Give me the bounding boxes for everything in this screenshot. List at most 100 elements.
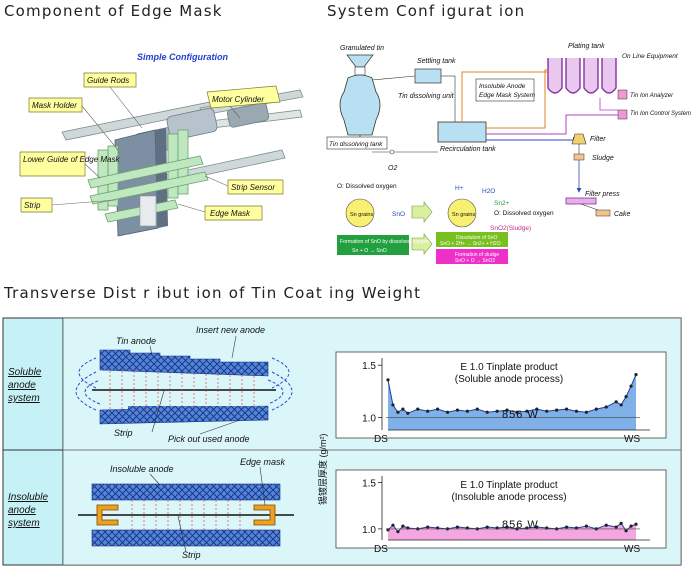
chart-title: E 1.0 Tinplate product [460, 362, 558, 373]
label-sludge-eq: SnO + O → SnO2 [455, 258, 495, 264]
label-dissolution-eq: SnO + 2H+ → Sn2+ + H2O [440, 241, 501, 247]
label-formation-box: Formation of SnO by dissolved oxygen [340, 239, 429, 245]
data-point [634, 522, 638, 526]
data-point [619, 403, 623, 407]
data-point [401, 524, 405, 528]
insoluble-anode-diagram: Insoluble anode Edge mask Strip [78, 457, 294, 560]
data-point [584, 410, 589, 414]
label-edge-mask-system: Edge Mask System [479, 92, 536, 99]
label-formation-eq: Sn + O → SnO [352, 248, 387, 254]
label-sn2: Sn2+ [494, 200, 510, 207]
data-point [629, 524, 633, 528]
data-point [505, 408, 509, 412]
label-sludge-box: Formation of sludge [455, 252, 499, 258]
data-point [396, 530, 400, 534]
data-point [629, 384, 633, 388]
data-point [445, 410, 450, 414]
data-point [535, 407, 539, 411]
data-point [624, 394, 628, 399]
label-h-plus: H+ [455, 185, 464, 192]
data-point [614, 400, 618, 404]
series-area [388, 374, 636, 430]
x-tick-label: WS [624, 544, 640, 555]
data-point [475, 407, 479, 411]
label-granulated-tin: Granulated tin [340, 45, 384, 52]
label-dissolved-oxygen-right: O: Dissolved oxygen [494, 210, 554, 217]
data-point [426, 409, 430, 413]
data-point [634, 373, 638, 377]
data-point [391, 523, 395, 527]
chart-subtitle: (Insoluble anode process) [451, 492, 566, 503]
data-point [624, 529, 628, 533]
series-line [387, 374, 637, 414]
chart-subtitle: (Soluble anode process) [455, 374, 563, 385]
label-filter-press: Filter press [585, 191, 620, 198]
y-tick-label: 1.5 [362, 361, 376, 372]
callout-lower-guide: Lower Guide of Edge Mask [23, 155, 120, 164]
data-point [455, 525, 460, 529]
x-tick-label: WS [624, 434, 640, 445]
label-pick-out-anode: Pick out used anode [168, 434, 250, 444]
data-point [555, 408, 559, 412]
label-sn-grains-right: Sn grains [452, 212, 475, 218]
edge-mask-heading: Simple Configuration [137, 52, 229, 62]
data-point [505, 525, 509, 529]
label-online-equipment: On Line Equipment [622, 53, 679, 60]
data-point [406, 411, 410, 415]
y-axis-label: 锡镀层厚度 (g/m²) [317, 434, 328, 506]
label-tin-ion-control: Tin Ion Control System [630, 111, 691, 117]
label-strip-insoluble: Strip [182, 550, 201, 560]
soluble-anode-diagram: Tin anode Insert new anode Strip Pick ou… [75, 325, 293, 444]
data-point [564, 407, 569, 411]
callout-guide-rods: Guide Rods [87, 76, 129, 85]
label-dissolved-oxygen: O: Dissolved oxygen [337, 183, 397, 190]
data-point [515, 410, 519, 414]
row-label-soluble-1: Soluble [8, 367, 42, 378]
label-cake: Cake [614, 211, 630, 218]
callout-strip-sensor: Strip Sensor [231, 183, 275, 192]
data-point [416, 407, 420, 411]
row-label-insoluble-2: anode [8, 505, 36, 516]
data-point [604, 523, 608, 527]
data-point [574, 409, 579, 413]
data-point [545, 409, 549, 413]
data-point [584, 524, 589, 528]
data-point [391, 403, 395, 407]
chart-annotation: 856 W [502, 409, 539, 421]
data-point [485, 410, 489, 414]
data-point [386, 378, 390, 382]
data-point [604, 405, 608, 409]
data-point [614, 525, 618, 529]
data-point [436, 407, 440, 411]
label-h2o: H2O [482, 188, 495, 195]
chart-soluble-anode: 1.0 1.5 E 1.0 Tinplate product(Soluble ano… [335, 351, 667, 445]
series-area [388, 523, 636, 540]
label-tin-dissolving-unit: Tin dissolving unit [398, 93, 455, 100]
data-point [564, 525, 569, 529]
data-point [401, 407, 405, 411]
data-point [594, 407, 598, 411]
chart-annotation: 856 W [502, 519, 539, 531]
y-tick-label: 1.5 [362, 479, 376, 490]
label-strip-soluble: Strip [114, 428, 133, 438]
edge-mask-illustration: Simple Configuration Guide R [19, 52, 304, 237]
label-sludge: Sludge [592, 155, 614, 162]
label-tin-ion-analyzer: Tin Ion Analyzer [630, 93, 674, 99]
label-sn-grains-left: Sn grains [350, 212, 373, 218]
callout-edge-mask: Edge Mask [210, 209, 251, 218]
label-recirculation-tank: Recirculation tank [440, 146, 496, 153]
label-edge-mask: Edge mask [240, 457, 286, 467]
y-tick-label: 1.0 [362, 413, 376, 424]
callout-strip: Strip [24, 201, 41, 210]
label-insoluble-anode: Insoluble anode [110, 464, 174, 474]
data-point [396, 410, 400, 414]
label-insert-new-anode: Insert new anode [196, 325, 265, 335]
label-filter: Filter [590, 136, 606, 143]
row-label-insoluble-1: Insoluble [8, 492, 48, 503]
data-point [495, 409, 499, 413]
row-label-soluble-2: anode [8, 380, 36, 391]
title-system-configuration: System Conf igurat ion [327, 2, 526, 20]
data-point [485, 525, 489, 529]
